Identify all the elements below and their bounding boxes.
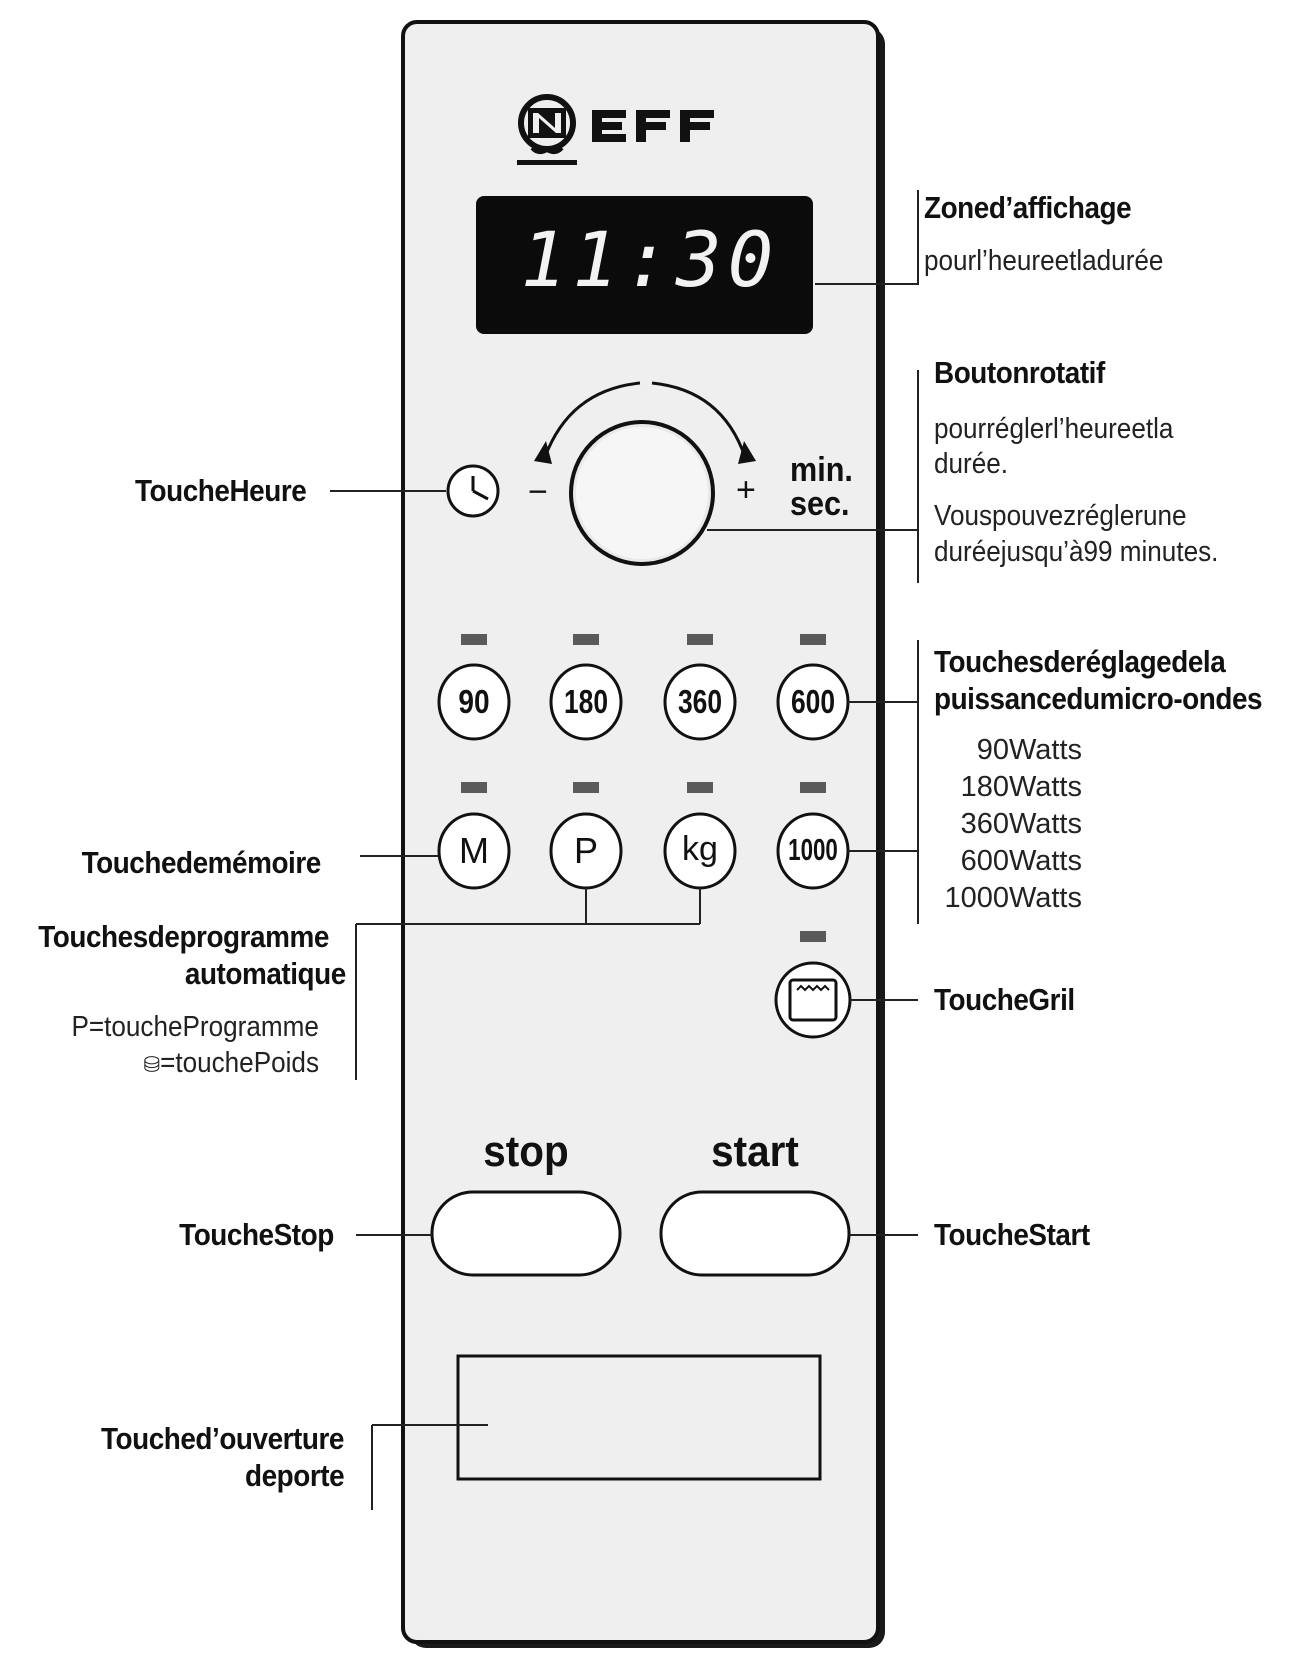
start-label: start [711,1127,799,1176]
stop-label: stop [483,1127,569,1176]
grill-button [774,961,852,1039]
rotary-knob-title: Boutonrotatif [934,355,1105,390]
grill-icon [796,984,830,992]
auto-programs-desc-1: P=toucheProgramme [71,1011,319,1043]
memory-key-label: Touchedemémoire [81,845,322,880]
dial-plus: + [736,471,756,509]
power-keys-title-1: Touchesderéglagedela [934,644,1226,679]
display-zone-desc: pourl’heureetladurée [924,245,1164,277]
door-key-label-1: Touched’ouverture [101,1421,344,1456]
button-weight[interactable]: kg [682,830,718,868]
button-180[interactable]: 180 [563,683,609,720]
round-buttons [437,663,850,890]
button-memory[interactable]: M [459,830,489,871]
watt-1000: 1000Watts [944,882,1082,914]
grill-key-label: ToucheGril [934,982,1075,1017]
power-keys-title-2: puissancedumicro-ondes [934,681,1263,716]
leader-lines [330,190,919,1510]
rotary-knob-desc-2b: duréejusqu’à99 minutes. [934,536,1219,568]
weight-icon: ⛁ [143,1052,161,1077]
arrow-left-icon [534,441,552,464]
auto-programs-title-1: Touchesdeprogramme [38,919,329,954]
clock-icon [471,476,489,501]
dial-unit-min: min. [790,451,853,489]
auto-programs-desc-2-row: ⛁=touchePoids [143,1047,320,1080]
button-program[interactable]: P [573,830,598,871]
power-watts-list: 90Watts 180Watts 360Watts 600Watts 1000W… [930,732,1082,917]
start-key-label: ToucheStart [934,1217,1090,1252]
door-key-label-2: deporte [244,1458,345,1493]
stop-key-label: ToucheStop [179,1217,334,1252]
arrow-right-icon [738,441,756,464]
neff-logo-icon [517,94,714,165]
arc-left [543,381,641,458]
dial-minus: − [528,473,548,511]
button-90[interactable]: 90 [458,683,490,720]
button-600[interactable]: 600 [790,683,836,720]
rotary-knob-desc-1a: pourréglerl’heureetla [934,413,1174,445]
watt-180: 180Watts [960,771,1082,803]
rotary-knob-desc-1b: durée. [934,448,1009,480]
display-zone-title: Zoned’affichage [924,190,1132,225]
start-button [659,1190,851,1277]
watt-360: 360Watts [960,808,1082,840]
auto-programs-desc-2: =touchePoids [160,1047,319,1079]
clock-key-label: ToucheHeure [134,473,307,508]
display-screen [476,196,813,334]
arc-right [651,381,747,458]
stop-button [430,1190,622,1277]
dial-unit-sec: sec. [790,485,850,523]
watt-90: 90Watts [976,734,1082,766]
door-open-button [456,1354,822,1481]
watt-600: 600Watts [960,845,1082,877]
auto-programs-title-2: automatique [185,956,346,991]
clock-button [446,464,500,518]
display-time: 11:30 [520,215,780,304]
indicator-leds [461,634,826,942]
rotary-knob-desc-2a: Vouspouvezréglerune [934,500,1187,532]
button-1000[interactable]: 1000 [788,832,838,867]
button-360[interactable]: 360 [677,683,723,720]
